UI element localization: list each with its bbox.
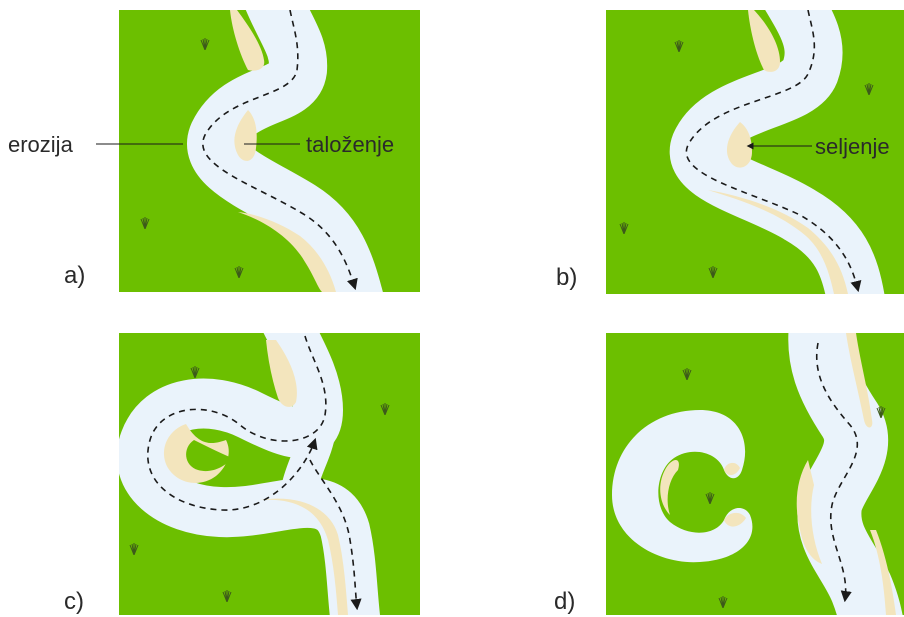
panel-b-flow-line <box>685 10 862 293</box>
panel-a-label: a) <box>64 262 85 289</box>
migration-label: seljenje <box>815 134 890 159</box>
panel-c-pointbar-lower <box>260 498 348 615</box>
panel-d-label: d) <box>554 588 575 615</box>
panel-d-flow-line <box>816 342 859 603</box>
erosion-label: erozija <box>8 132 74 157</box>
panel-d-oxbow-sand-tips <box>724 462 746 527</box>
panel-c-flow-line-cutoff <box>309 459 362 611</box>
panel-d-river <box>788 333 903 615</box>
panel-a: erozija taloženje a) <box>8 10 420 292</box>
panel-a-pointbar-middle <box>234 110 257 161</box>
panel-c-label: c) <box>64 588 84 615</box>
panel-c-pointbar-upper <box>266 340 297 407</box>
panel-d-oxbow-lake <box>612 410 753 563</box>
panel-b-pointbar-upper <box>748 10 780 72</box>
panel-b-pointbar-lower <box>708 190 848 294</box>
panel-a-flow-line <box>202 10 358 291</box>
deposition-label: taloženje <box>306 132 394 157</box>
panel-c: c) <box>64 333 420 615</box>
panel-c-flow-line <box>147 335 327 511</box>
panel-a-pointbar-upper <box>230 10 265 71</box>
panel-b-label: b) <box>556 264 577 291</box>
panel-d-pointbar-right-upper <box>846 333 873 428</box>
panel-b-pointbar-middle <box>726 122 752 168</box>
panel-c-river <box>119 333 380 615</box>
panel-d-oxbow-sand <box>660 460 679 515</box>
panel-b: seljenje b) <box>556 10 904 294</box>
panel-a-pointbar-lower <box>238 212 336 292</box>
panel-d-pointbar-left <box>796 460 822 564</box>
panel-d-pointbar-right-lower <box>870 530 896 615</box>
panel-d: d) <box>554 333 904 615</box>
panel-c-oxbow-island <box>186 440 232 472</box>
panel-c-river-neck <box>282 426 336 490</box>
